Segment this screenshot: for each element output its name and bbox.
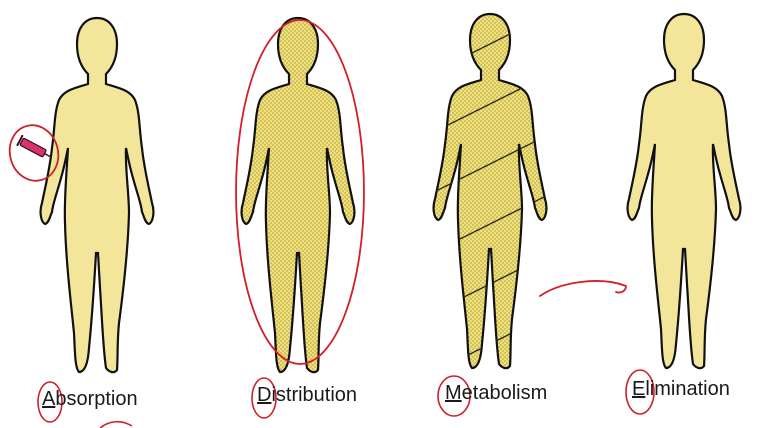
figure-metabolism	[430, 14, 550, 374]
figure-elimination	[628, 14, 741, 368]
syringe-icon	[17, 135, 54, 162]
label-absorption: Absorption	[42, 388, 138, 411]
flow-arrow-annotation	[540, 281, 626, 296]
label-rest: istribution	[271, 384, 357, 406]
figure-distribution	[242, 18, 355, 372]
absorption-underline-mark	[100, 422, 132, 428]
label-initial: A	[42, 388, 55, 410]
label-metabolism: Metabolism	[445, 382, 547, 405]
figure-absorption	[41, 18, 154, 372]
label-rest: limination	[645, 378, 729, 400]
label-distribution: Distribution	[257, 384, 357, 407]
label-rest: bsorption	[55, 388, 137, 410]
label-initial: M	[445, 382, 462, 404]
label-rest: etabolism	[462, 382, 548, 404]
label-elimination: Elimination	[632, 378, 730, 401]
label-initial: D	[257, 384, 271, 406]
label-initial: E	[632, 378, 645, 400]
